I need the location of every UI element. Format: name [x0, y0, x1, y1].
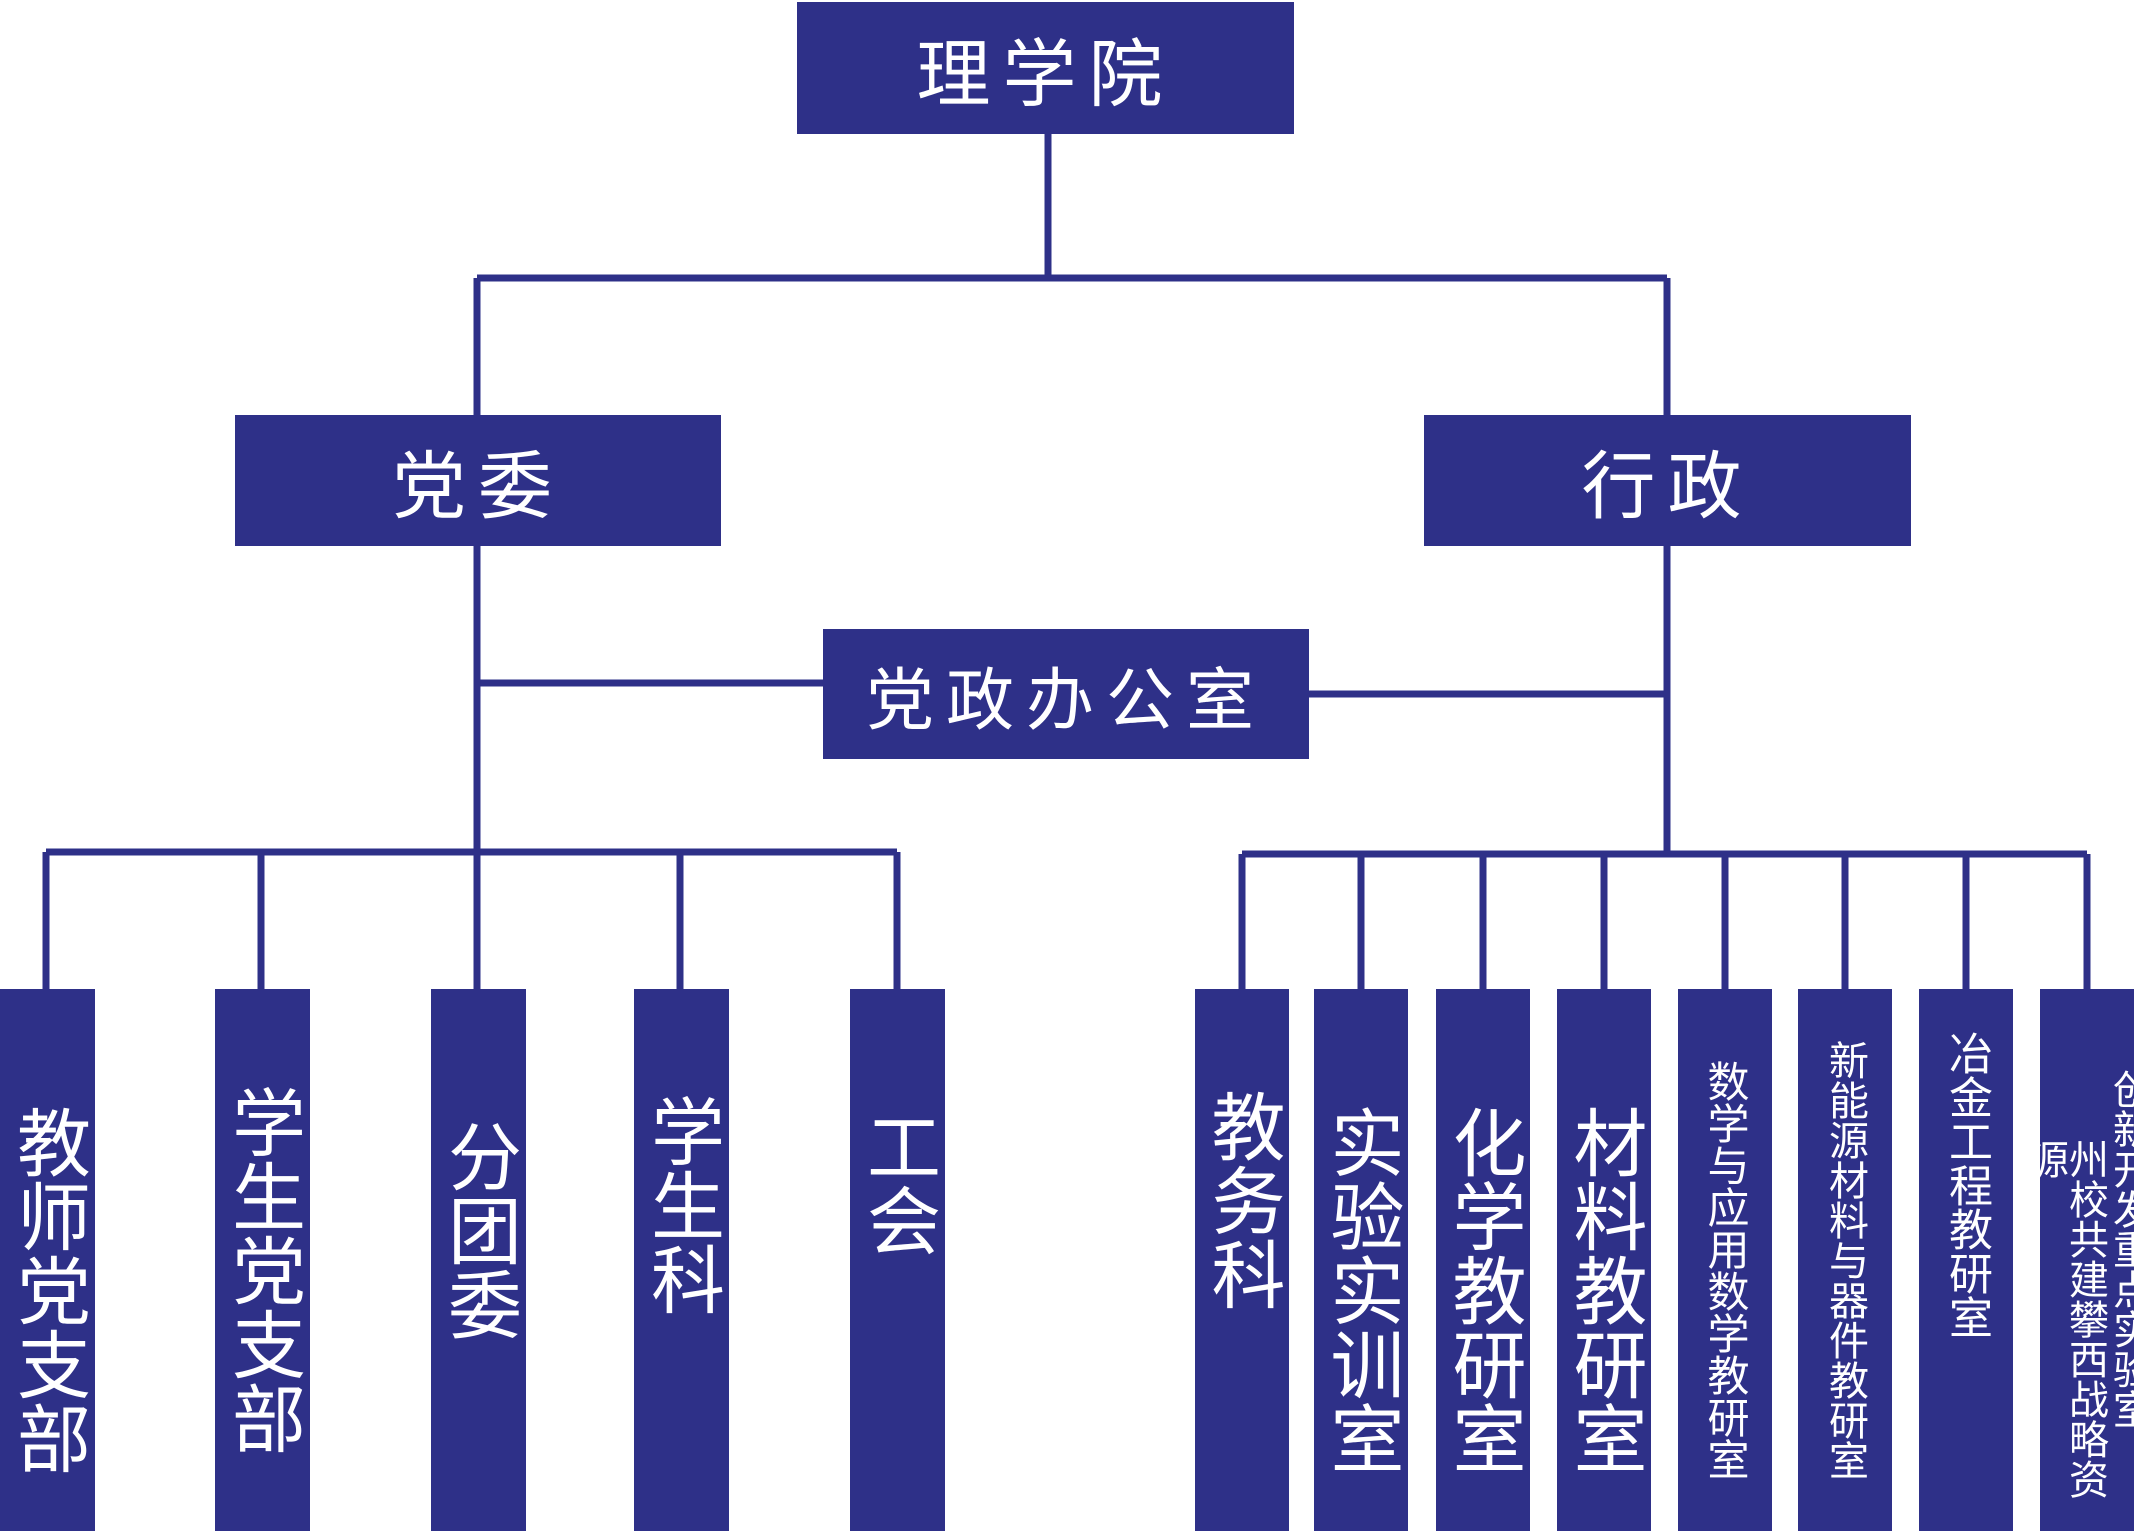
lab-label-line2: 州校共建攀西战略资源	[2022, 1139, 2108, 1499]
admin-child-node: 材料教研室	[1557, 989, 1651, 1531]
party-child-node: 学生党支部	[215, 989, 310, 1531]
party-committee-node: 党委	[235, 415, 721, 546]
admin-child-node: 化学教研室	[1436, 989, 1530, 1531]
office-node: 党政办公室	[823, 629, 1309, 759]
party-child-label: 分团委	[435, 1119, 522, 1341]
party-child-label: 学生科	[638, 1094, 725, 1316]
admin-child-label: 化学教研室	[1440, 1105, 1526, 1475]
admin-child-node: 实验实训室	[1314, 989, 1408, 1531]
party-child-label: 工会	[854, 1108, 941, 1257]
admin-child-label: 材料教研室	[1561, 1105, 1647, 1475]
root-node: 理学院	[797, 2, 1294, 134]
admin-child-node: 数学与应用数学教研室	[1678, 989, 1772, 1531]
admin-child-node: 教务科	[1195, 989, 1289, 1531]
admin-child-label: 数学与应用数学教研室	[1701, 1060, 1750, 1480]
party-child-label: 学生党支部	[219, 1085, 306, 1455]
admin-child-node: 新能源材料与器件教研室	[1798, 989, 1892, 1531]
admin-child-label: 实验实训室	[1318, 1105, 1404, 1475]
party-child-node: 学生科	[634, 989, 729, 1531]
administration-label: 行政	[1581, 444, 1754, 530]
party-child-node: 工会	[850, 989, 945, 1531]
administration-node: 行政	[1424, 415, 1911, 546]
party-child-node: 教师党支部	[0, 989, 95, 1531]
lab-node: 创新开发重点实验室 州校共建攀西战略资源	[2022, 989, 2135, 1531]
office-label: 党政办公室	[865, 661, 1266, 741]
admin-child-label: 冶金工程教研室	[1941, 1031, 1992, 1339]
party-child-node: 分团委	[431, 989, 526, 1531]
admin-child-label: 教务科	[1199, 1089, 1285, 1311]
root-node-label: 理学院	[916, 31, 1175, 118]
party-child-label: 教师党支部	[4, 1105, 91, 1475]
lab-label-line1: 创新开发重点实验室	[2106, 1069, 2135, 1429]
admin-child-label: 新能源材料与器件教研室	[1822, 1040, 1868, 1480]
party-committee-label: 党委	[392, 444, 564, 530]
admin-child-node: 冶金工程教研室	[1919, 989, 2013, 1531]
